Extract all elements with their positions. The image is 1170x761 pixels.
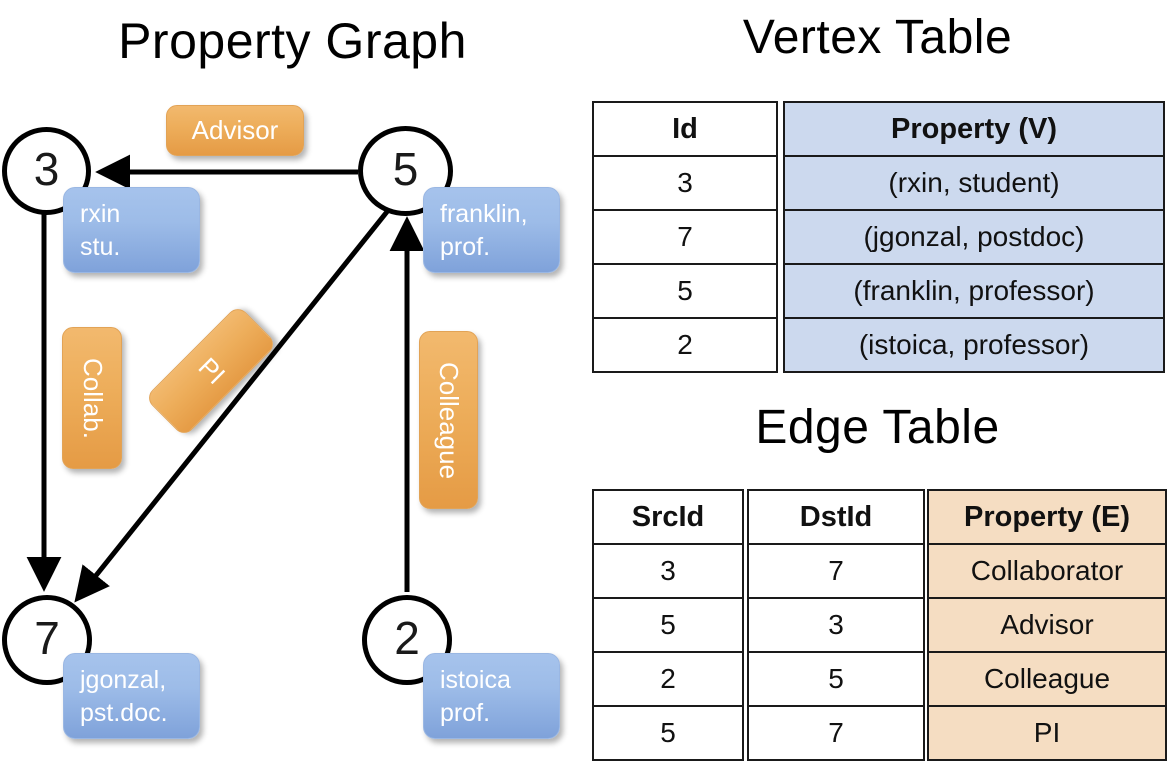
edge-cell-property: PI [927, 705, 1167, 761]
graph-node-3-label: 3 [33, 143, 60, 195]
table-row[interactable]: (rxin, student) [783, 155, 1165, 211]
table-row[interactable]: (jgonzal, postdoc) [783, 209, 1165, 265]
node-property-box-7[interactable]: jgonzal, pst.doc. [63, 653, 200, 739]
node-property-box-2[interactable]: istoica prof. [423, 653, 560, 739]
edge-label-advisor-text: Advisor [191, 115, 279, 145]
table-row[interactable]: 3 [747, 597, 925, 653]
node-property-7-line2: pst.doc. [80, 699, 168, 727]
vertex-cell-id: 3 [592, 155, 778, 211]
edge-5-to-7 [74, 206, 392, 603]
edge-cell-dstid: 3 [747, 597, 925, 653]
table-header-row: Property (E) [927, 489, 1167, 545]
table-row[interactable]: 5 [592, 597, 744, 653]
table-row[interactable]: Collaborator [927, 543, 1167, 599]
edge-header-srcid: SrcId [592, 489, 744, 545]
table-header-row: DstId [747, 489, 925, 545]
table-row[interactable]: Advisor [927, 597, 1167, 653]
vertex-cell-property: (rxin, student) [783, 155, 1165, 211]
vertex-table-id-column: Id 3 7 5 2 [592, 101, 778, 373]
node-property-2-line1: istoica [440, 666, 511, 694]
edge-cell-srcid: 2 [592, 651, 744, 707]
edge-label-colleague-text: Colleague [434, 361, 464, 479]
edge-label-advisor[interactable]: Advisor [166, 105, 304, 156]
table-row[interactable]: 5 [592, 705, 744, 761]
vertex-cell-id: 5 [592, 263, 778, 319]
edge-header-property: Property (E) [927, 489, 1167, 545]
edge-header-dstid: DstId [747, 489, 925, 545]
table-header-row: Id [592, 101, 778, 157]
table-row[interactable]: 2 [592, 651, 744, 707]
table-row[interactable]: 7 [592, 209, 778, 265]
edge-cell-dstid: 7 [747, 543, 925, 599]
table-row[interactable]: 5 [747, 651, 925, 707]
edge-cell-property: Colleague [927, 651, 1167, 707]
graph-node-7-label: 7 [34, 612, 60, 664]
table-row[interactable]: Colleague [927, 651, 1167, 707]
edge-label-collab-text: Collab. [77, 357, 108, 439]
node-property-box-3[interactable]: rxin stu. [63, 187, 200, 273]
table-row[interactable]: 2 [592, 317, 778, 373]
graph-node-2-label: 2 [394, 612, 420, 664]
edge-cell-dstid: 7 [747, 705, 925, 761]
page-title-edge-table: Edge Table [755, 401, 1000, 454]
edge-cell-property: Collaborator [927, 543, 1167, 599]
vertex-table-property-column: Property (V) (rxin, student) (jgonzal, p… [783, 101, 1165, 373]
node-property-2-line2: prof. [440, 699, 491, 727]
edge-table-property-column: Property (E) Collaborator Advisor Collea… [927, 489, 1167, 761]
table-header-row: SrcId [592, 489, 744, 545]
table-row[interactable]: 3 [592, 543, 744, 599]
table-row[interactable]: (franklin, professor) [783, 263, 1165, 319]
table-row[interactable]: 3 [592, 155, 778, 211]
node-property-7-line1: jgonzal, [80, 666, 167, 694]
vertex-cell-property: (jgonzal, postdoc) [783, 209, 1165, 265]
table-header-row: Property (V) [783, 101, 1165, 157]
edge-cell-dstid: 5 [747, 651, 925, 707]
node-property-3-line1: rxin [80, 200, 121, 228]
edge-label-colleague[interactable]: Colleague [419, 331, 478, 509]
edge-label-pi-text: PI [192, 351, 231, 390]
page-title-property-graph: Property Graph [118, 13, 467, 69]
node-property-3-line2: stu. [80, 233, 121, 261]
table-row[interactable]: PI [927, 705, 1167, 761]
node-property-5-line2: prof. [440, 233, 491, 261]
edge-cell-srcid: 5 [592, 597, 744, 653]
graph-node-2[interactable]: 2 [362, 595, 452, 685]
edge-cell-srcid: 5 [592, 705, 744, 761]
table-row[interactable]: 5 [592, 263, 778, 319]
vertex-cell-property: (franklin, professor) [783, 263, 1165, 319]
page-title-vertex-table: Vertex Table [742, 11, 1013, 64]
node-property-box-5[interactable]: franklin, prof. [423, 187, 560, 273]
graph-edges-svg [26, 154, 425, 603]
vertex-header-property: Property (V) [783, 101, 1165, 157]
edge-table-srcid-column: SrcId 3 5 2 5 [592, 489, 744, 761]
graph-node-5[interactable]: 5 [358, 126, 453, 216]
vertex-cell-id: 7 [592, 209, 778, 265]
edge-label-collab[interactable]: Collab. [62, 327, 122, 469]
table-row[interactable]: 7 [747, 543, 925, 599]
table-row[interactable]: (istoica, professor) [783, 317, 1165, 373]
edge-cell-srcid: 3 [592, 543, 744, 599]
node-property-5-line1: franklin, [440, 200, 528, 228]
vertex-cell-id: 2 [592, 317, 778, 373]
vertex-header-id: Id [592, 101, 778, 157]
edge-table-dstid-column: DstId 7 3 5 7 [747, 489, 925, 761]
table-row[interactable]: 7 [747, 705, 925, 761]
vertex-cell-property: (istoica, professor) [783, 317, 1165, 373]
edge-cell-property: Advisor [927, 597, 1167, 653]
graph-node-5-label: 5 [392, 143, 419, 195]
